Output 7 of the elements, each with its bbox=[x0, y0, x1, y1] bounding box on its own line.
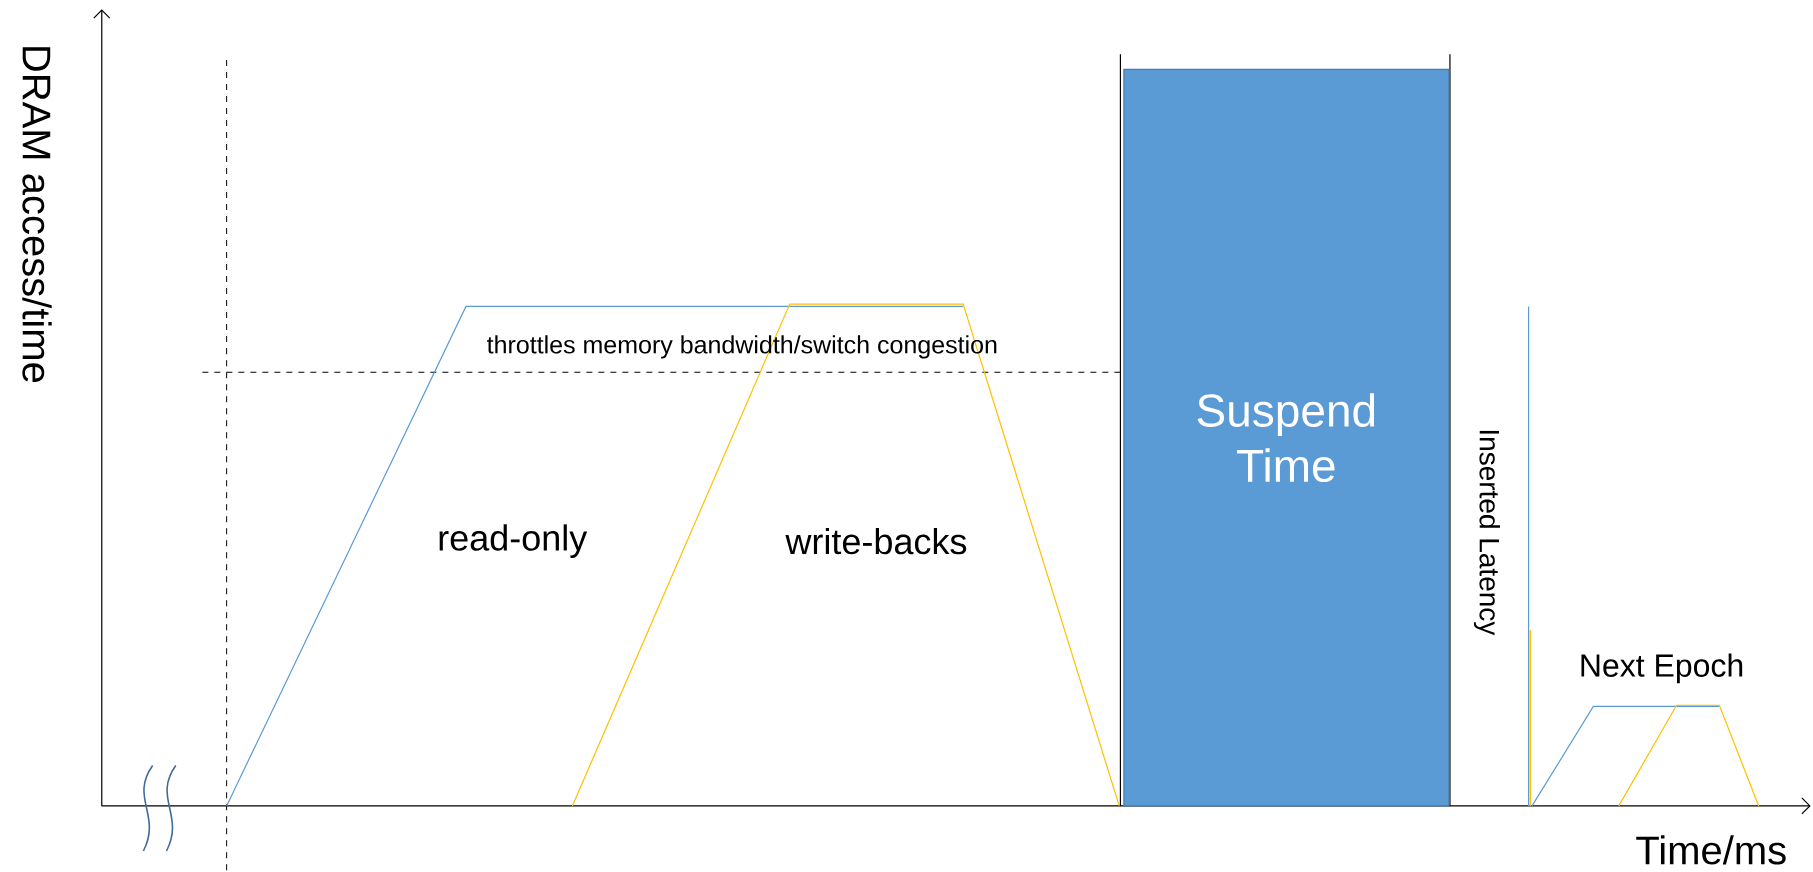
suspend-block: Suspend Time bbox=[1123, 68, 1450, 807]
region-label: write-backs bbox=[785, 528, 967, 555]
annotation-text: Inserted Latency bbox=[1473, 431, 1500, 636]
region-label: Next Epoch bbox=[1581, 653, 1743, 684]
axis-title: DRAM access/time bbox=[22, 47, 52, 383]
axis-title: Time/ms bbox=[1636, 835, 1786, 865]
region-label: read-only bbox=[439, 524, 588, 558]
